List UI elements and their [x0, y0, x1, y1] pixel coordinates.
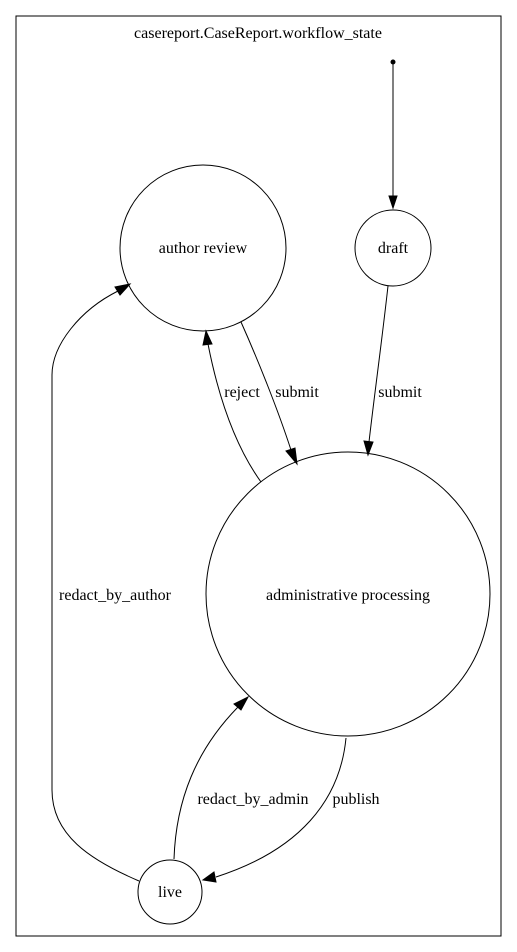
edge-redact-by-author: redact_by_author — [51, 283, 172, 882]
edge-redact-by-admin: redact_by_admin — [173, 695, 309, 860]
edge-start-to-draft — [388, 62, 398, 210]
edge-draft-submit: submit — [363, 285, 422, 457]
node-author-review: author review — [119, 164, 287, 332]
edge-publish-label: publish — [332, 791, 379, 808]
edge-reject: reject — [202, 329, 262, 483]
edge-reject-label: reject — [224, 384, 260, 401]
edge-redact-by-admin-label: redact_by_admin — [197, 791, 308, 808]
node-live-label: live — [158, 884, 182, 901]
edge-redact-by-author-label: redact_by_author — [59, 587, 172, 604]
node-administrative-processing: administrative processing — [205, 451, 491, 737]
edge-author-submit-label: submit — [275, 384, 319, 401]
node-draft-label: draft — [378, 240, 409, 257]
node-administrative-processing-label: administrative processing — [266, 587, 430, 604]
edge-author-submit: submit — [240, 321, 319, 466]
node-live: live — [137, 859, 203, 925]
node-author-review-label: author review — [159, 240, 248, 257]
edge-publish: publish — [201, 737, 380, 883]
edge-draft-submit-label: submit — [378, 384, 422, 401]
node-draft: draft — [354, 209, 432, 287]
diagram-title: casereport.CaseReport.workflow_state — [134, 25, 382, 42]
diagram-frame — [15, 15, 502, 937]
